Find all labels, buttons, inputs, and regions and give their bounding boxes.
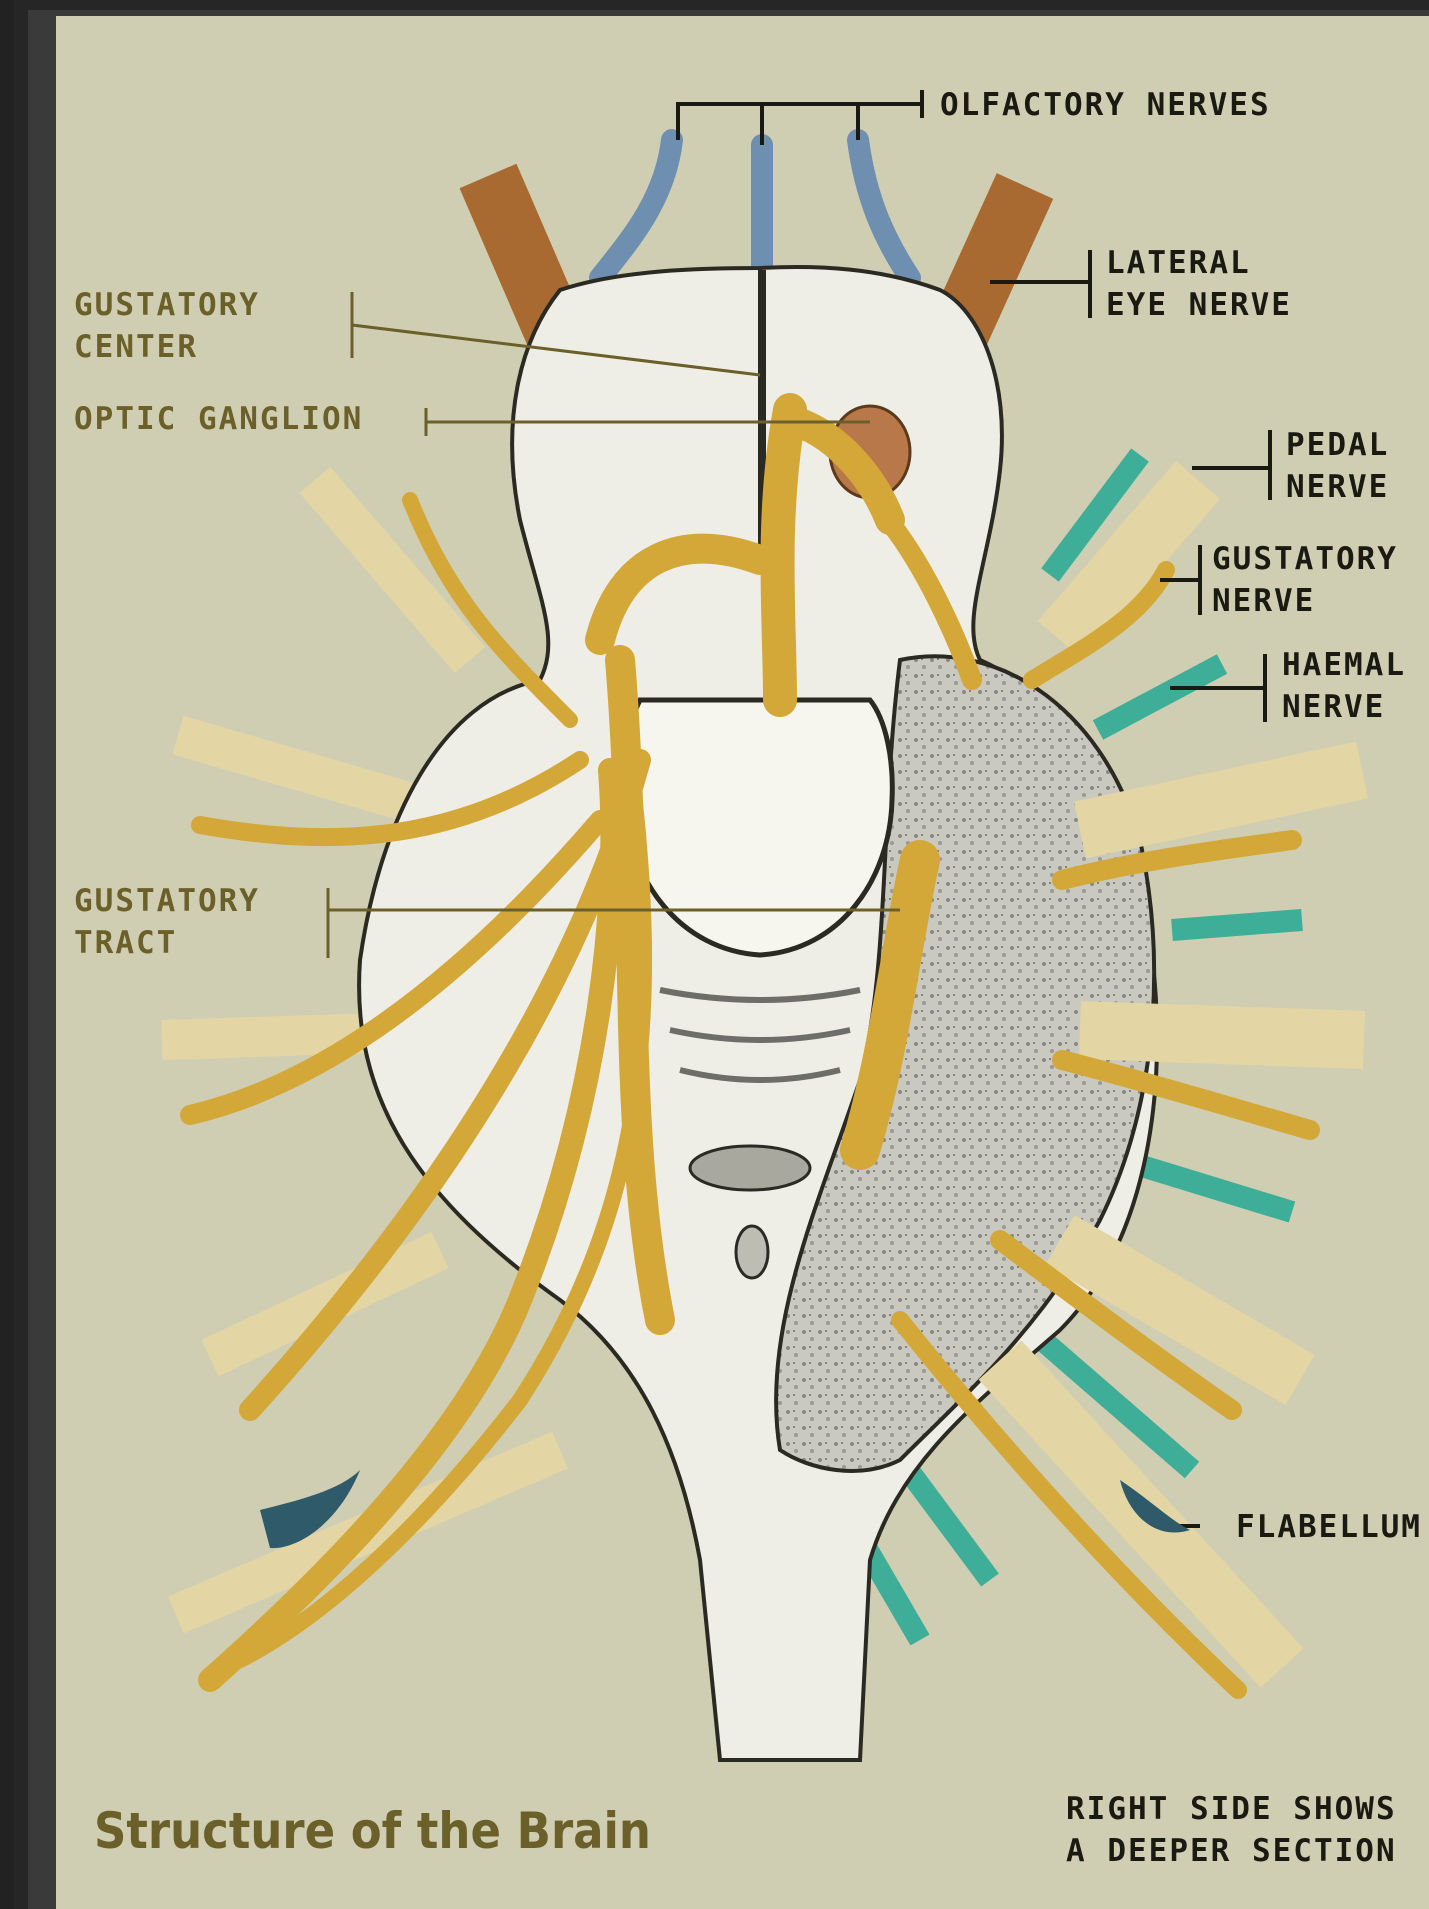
gustatory-center-label-line1: GUSTATORY bbox=[74, 284, 260, 326]
footnote-line1: RIGHT SIDE SHOWS bbox=[1066, 1788, 1397, 1830]
gustatory-nerve-label-line1: GUSTATORY bbox=[1212, 538, 1398, 580]
haemal-nerve-label-line1: HAEMAL bbox=[1282, 644, 1406, 686]
gustatory-tract-label-line1: GUSTATORY bbox=[74, 880, 260, 922]
diagram-title: Structure of the Brain bbox=[94, 1802, 651, 1860]
gustatory-center-label-line2: CENTER bbox=[74, 326, 198, 368]
lateral-eye-nerve-label-line1: LATERAL bbox=[1106, 242, 1251, 284]
pedal-nerve-label-line1: PEDAL bbox=[1286, 424, 1389, 466]
flabellum-label: FLABELLUM bbox=[1236, 1506, 1422, 1548]
olfactory-nerves-label: OLFACTORY NERVES bbox=[940, 84, 1271, 126]
olfactory-nerves bbox=[600, 140, 910, 278]
optic-ganglion-label: OPTIC GANGLION bbox=[74, 398, 363, 440]
pedal-nerve-label-line2: NERVE bbox=[1286, 466, 1389, 508]
footnote-line2: A DEEPER SECTION bbox=[1066, 1830, 1397, 1872]
lateral-eye-nerve-label-line2: EYE NERVE bbox=[1106, 284, 1292, 326]
haemal-nerve-label-line2: NERVE bbox=[1282, 686, 1385, 728]
gustatory-nerve-label-line2: NERVE bbox=[1212, 580, 1315, 622]
brain-body bbox=[359, 267, 1157, 1760]
gustatory-tract-label-line2: TRACT bbox=[74, 922, 177, 964]
